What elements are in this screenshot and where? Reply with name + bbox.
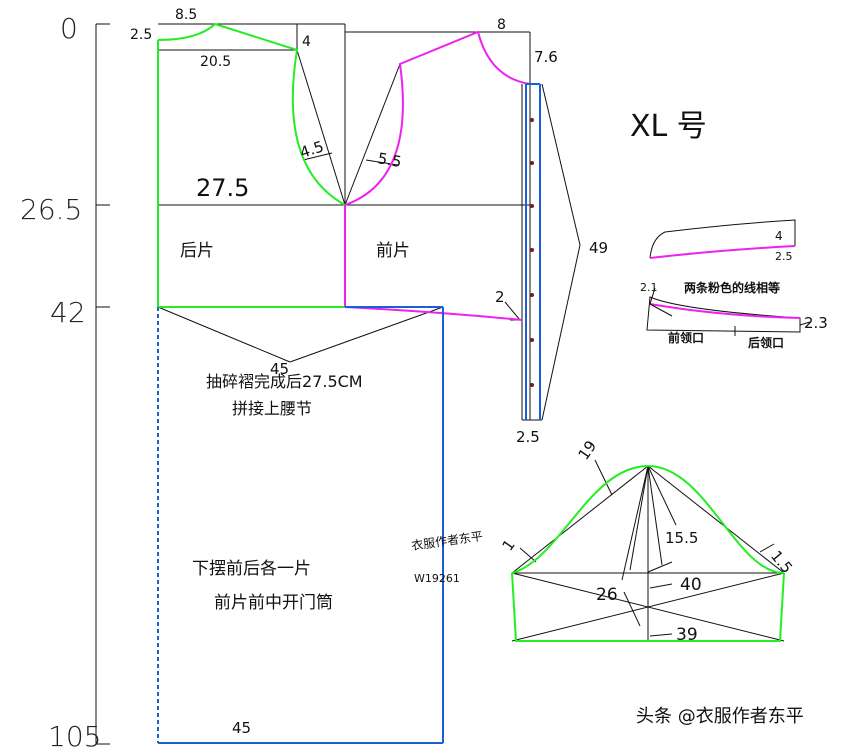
ruler-label-42: 42 bbox=[50, 296, 86, 329]
dim-back-shoulder: 4 bbox=[302, 34, 311, 50]
sleeve-cap-height: 15.5 bbox=[665, 529, 698, 547]
sleeve-cap-left: 19 bbox=[575, 437, 601, 463]
collar-lift: 2.1 bbox=[640, 281, 658, 294]
sleeve-cap-width: 40 bbox=[680, 575, 702, 595]
front-bodice-outline bbox=[344, 30, 531, 321]
bodice-construction bbox=[157, 23, 581, 421]
dim-front-neck: 8 bbox=[497, 17, 506, 33]
collar-back-neck-label: 后领口 bbox=[748, 335, 784, 350]
collar-note: 两条粉色的线相等 bbox=[684, 280, 780, 295]
length-ruler: 0 26.5 42 105 bbox=[20, 12, 110, 748]
gather-note-line2: 拼接上腰节 bbox=[232, 399, 312, 418]
dim-skirt-top: 45 bbox=[270, 360, 289, 378]
sleeve-length: 26 bbox=[596, 585, 618, 605]
collar-stand-height: 4 bbox=[775, 229, 783, 243]
pattern-code: W19261 bbox=[414, 572, 460, 585]
dim-front-drop: 7.6 bbox=[534, 48, 558, 66]
sleeve-right-ease: 1.5 bbox=[767, 547, 796, 577]
dim-bust-half: 27.5 bbox=[196, 174, 249, 202]
dim-waist-dart: 2 bbox=[495, 288, 505, 306]
back-bodice-outline bbox=[157, 22, 346, 308]
ruler-label-105: 105 bbox=[48, 720, 101, 748]
collar-end: 2.3 bbox=[804, 314, 828, 332]
dim-back-armhole: 4.5 bbox=[298, 137, 326, 161]
sleeve-pattern bbox=[511, 459, 785, 642]
collar-pattern bbox=[646, 219, 811, 336]
button-marks bbox=[530, 118, 534, 387]
size-label: XL 号 bbox=[630, 109, 707, 144]
collar-stand-end: 2.5 bbox=[775, 250, 793, 263]
dim-front-armhole: 5.5 bbox=[376, 149, 403, 171]
watermark: 头条 @衣服作者东平 bbox=[636, 706, 804, 727]
skirt-note-line1: 下摆前后各一片 bbox=[192, 559, 311, 579]
back-piece-label: 后片 bbox=[180, 241, 214, 261]
sleeve-cuff-width: 39 bbox=[676, 625, 698, 645]
ruler-label-0: 0 bbox=[60, 12, 78, 45]
sleeve-left-ease: 1 bbox=[499, 536, 519, 554]
dim-neck-width: 8.5 bbox=[175, 7, 197, 23]
dim-placket-length: 49 bbox=[589, 239, 608, 257]
dim-placket-width: 2.5 bbox=[516, 428, 540, 446]
placket-outline bbox=[525, 83, 541, 420]
gather-note-line1: 抽碎褶完成后27.5CM bbox=[206, 372, 363, 391]
collar-front-neck-label: 前领口 bbox=[668, 330, 704, 345]
skirt-outline bbox=[157, 306, 444, 744]
front-piece-label: 前片 bbox=[376, 241, 410, 261]
skirt-note-line2: 前片前中开门筒 bbox=[214, 593, 333, 613]
dim-shoulder-drop: 2.5 bbox=[130, 27, 152, 43]
dim-shoulder-length: 20.5 bbox=[200, 54, 231, 70]
ruler-label-26-5: 26.5 bbox=[20, 193, 82, 226]
dim-skirt-bottom: 45 bbox=[232, 719, 251, 737]
author-mark: 衣服作者东平 bbox=[410, 528, 483, 553]
